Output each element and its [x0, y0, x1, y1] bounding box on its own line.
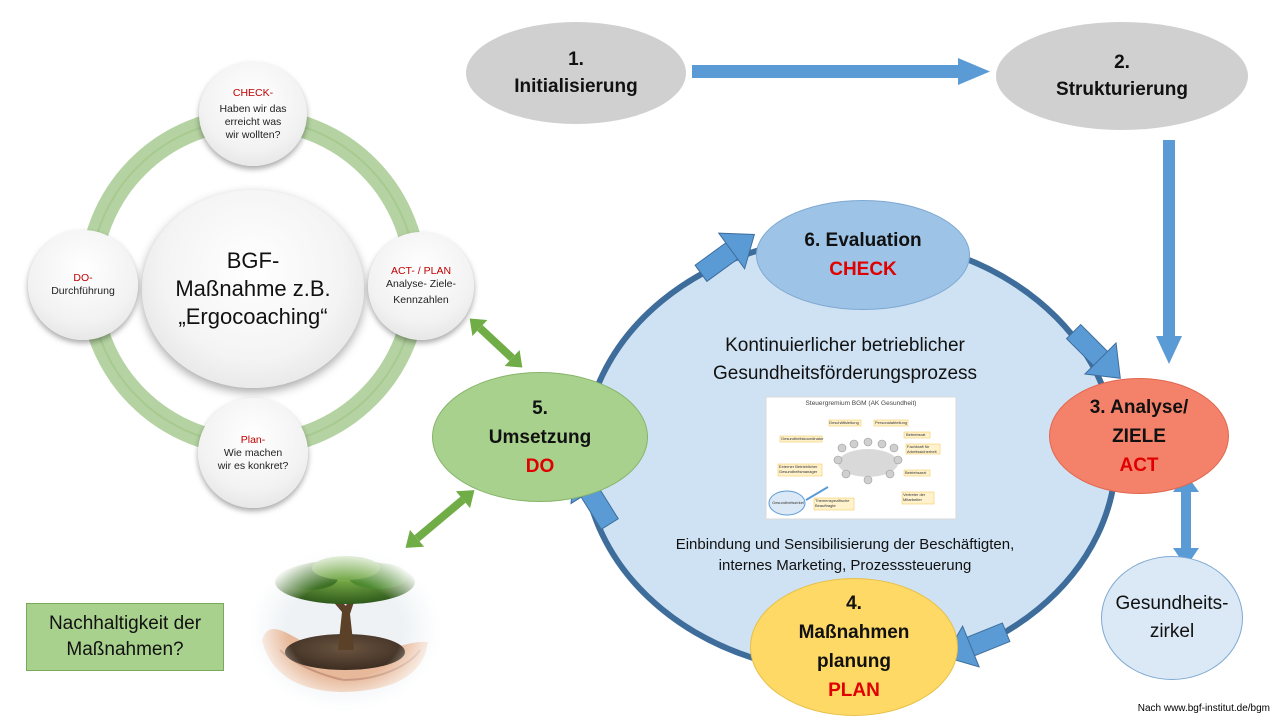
process-subtitle: Einbindung und Sensibilisierung der Besc… [620, 532, 1070, 578]
org-label-geschaeftsleitung: Geschäftsleitung [829, 420, 859, 425]
process-title: Kontinuierlicher betrieblicher Gesundhei… [640, 330, 1050, 390]
cycle-node-act-plan: ACT- / PLAN Analyse- Ziele- Kennzahlen [368, 232, 474, 340]
step-4-line-2: Maßnahmen [798, 622, 910, 643]
sustainability-line-2: Maßnahmen? [66, 639, 184, 660]
step-5-line-1: 5. [532, 397, 548, 419]
org-label-gesundheitszirkel: Gesundheitszirkel [772, 500, 804, 505]
step-3-analyse: 3. Analyse/ ZIELE ACT [1049, 378, 1229, 494]
sustainability-line-1: Nachhaltigkeit der [48, 613, 202, 634]
step-6-label: 6. Evaluation [804, 230, 922, 251]
process-title-line-1: Kontinuierlicher betrieblicher [725, 335, 965, 356]
plan-line-2: wir es konkret? [217, 459, 289, 472]
step-5-tag: DO [525, 455, 555, 477]
check-line-1: Haben wir das [219, 102, 287, 115]
step-1-initialisierung: 1. Initialisierung [466, 22, 686, 124]
act-plan-line-1: Analyse- Ziele- [385, 278, 457, 290]
arrow-step5-to-step6 [694, 232, 756, 283]
step-4-massnahmenplanung: 4. Maßnahmen planung PLAN [750, 578, 958, 716]
cycle-node-do: DO- Durchführung [28, 230, 138, 340]
center-line-1: BGF- [226, 248, 280, 273]
org-label-fachkraft: Fachkraft für Arbeitssicherheit [907, 444, 937, 454]
process-subtitle-line-1: Einbindung und Sensibilisierung der Besc… [675, 536, 1015, 553]
step-3-line-2: ZIELE [1112, 425, 1166, 447]
org-label-vertreter: Vertreter der Mitarbeiter [903, 492, 926, 502]
step-3-line-1: 3. Analyse/ [1089, 396, 1189, 418]
plan-line-1: Wie machen [223, 446, 283, 459]
org-label-beauftragte: Themenspezifische Beauftragte [815, 498, 850, 508]
cycle-node-plan: Plan- Wie machen wir es konkret? [198, 398, 308, 508]
arrow-step2-to-step3 [1156, 140, 1182, 364]
step-2-label: Strukturierung [1056, 79, 1188, 100]
check-line-2: erreicht was [224, 115, 282, 128]
step-5-umsetzung: 5. Umsetzung DO [432, 372, 648, 502]
step-5-line-2: Umsetzung [488, 426, 592, 448]
org-chart-image [765, 396, 957, 520]
double-arrow-umsetzung-tree [405, 490, 475, 548]
org-label-gesundheitskoordinator: Gesundheitskoordinator [781, 436, 824, 441]
org-label-betriebsarzt: Betriebsarzt [905, 470, 927, 475]
step-1-num: 1. [568, 49, 584, 70]
left-cycle-center: BGF- Maßnahme z.B. „Ergocoaching“ [142, 190, 364, 388]
check-line-3: wir wollten? [225, 128, 281, 141]
org-label-betriebsrat: Betriebsrat [906, 432, 926, 437]
source-credit: Nach www.bgf-institut.de/bgm [1137, 703, 1270, 714]
process-title-line-2: Gesundheitsförderungsprozess [712, 363, 978, 384]
org-label-externer-manager: Externer Betrieblicher Gesundheitsmanage… [779, 464, 818, 474]
step-6-evaluation: 6. Evaluation CHECK [756, 200, 970, 310]
step-3-tag: ACT [1119, 454, 1159, 476]
tree-hands-image [250, 550, 440, 710]
act-plan-head: ACT- / PLAN [390, 265, 452, 277]
cycle-node-check: CHECK- Haben wir das erreicht was wir wo… [199, 62, 307, 166]
process-subtitle-line-2: internes Marketing, Prozesssteuerung [718, 557, 972, 574]
org-label-personalabteilung: Personalabteilung [875, 420, 908, 425]
step-2-strukturierung: 2. Strukturierung [996, 22, 1248, 130]
step-4-line-3: planung [817, 651, 891, 672]
step-4-line-1: 4. [846, 593, 862, 614]
org-chart-title: Steuergremium BGM (AK Gesundheit) [805, 400, 917, 407]
center-line-2: Maßnahme z.B. [175, 276, 331, 301]
arrow-step6-to-step3 [1065, 323, 1121, 379]
zirkel-line-1: Gesundheits- [1115, 593, 1229, 614]
do-head: DO- [73, 272, 93, 284]
step-1-label: Initialisierung [514, 76, 638, 97]
step-4-tag: PLAN [828, 680, 880, 701]
arrow-step1-to-step2 [692, 58, 990, 85]
gesundheitszirkel-node: Gesundheits- zirkel [1101, 556, 1243, 680]
sustainability-box: Nachhaltigkeit der Maßnahmen? [26, 603, 224, 671]
double-arrow-cycle-umsetzung [469, 318, 523, 368]
plan-head: Plan- [240, 433, 266, 446]
step-2-num: 2. [1114, 52, 1130, 73]
check-head: CHECK- [232, 86, 274, 99]
center-line-3: „Ergocoaching“ [178, 304, 328, 329]
zirkel-line-2: zirkel [1149, 621, 1195, 642]
act-plan-line-2: Kennzahlen [393, 294, 449, 306]
step-6-tag: CHECK [829, 259, 897, 280]
do-line-1: Durchführung [51, 285, 115, 297]
